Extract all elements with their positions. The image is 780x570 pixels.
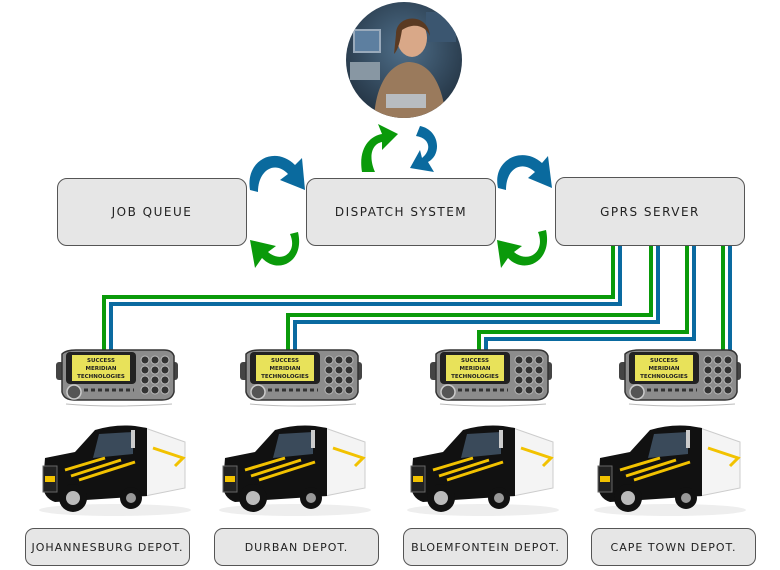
- depot-label: DURBAN DEPOT.: [244, 540, 349, 554]
- depot-bloemfontein[interactable]: BLOEMFONTEIN DEPOT.: [403, 528, 568, 566]
- radio-terminal-johannesburg: SUCCESS MERIDIAN TECHNOLOGIES: [52, 346, 182, 408]
- blue-arrow-icon: [497, 155, 552, 190]
- job-queue-box[interactable]: JOB QUEUE: [57, 178, 247, 246]
- svg-text:TECHNOLOGIES: TECHNOLOGIES: [261, 374, 309, 380]
- operator-photo: [346, 2, 462, 118]
- operator-image: [346, 2, 462, 118]
- dispatch-system-box[interactable]: DISPATCH SYSTEM: [306, 178, 496, 246]
- svg-text:TECHNOLOGIES: TECHNOLOGIES: [451, 374, 499, 380]
- green-line-durban: [286, 246, 653, 352]
- svg-text:MERIDIAN: MERIDIAN: [86, 366, 117, 372]
- job-queue-label: JOB QUEUE: [111, 205, 193, 219]
- radio-terminal-durban: SUCCESS MERIDIAN TECHNOLOGIES: [236, 346, 366, 408]
- svg-text:TECHNOLOGIES: TECHNOLOGIES: [640, 374, 688, 380]
- gprs-server-box[interactable]: GPRS SERVER: [555, 177, 745, 246]
- svg-text:MERIDIAN: MERIDIAN: [649, 366, 680, 372]
- green-line-bloemfontein: [477, 246, 689, 352]
- green-arrow-icon: [497, 230, 548, 268]
- depot-johannesburg[interactable]: JOHANNESBURG DEPOT.: [25, 528, 190, 566]
- green-line-johannesburg: [102, 246, 615, 352]
- truck-capetown: [590, 418, 750, 518]
- svg-text:SUCCESS: SUCCESS: [87, 358, 115, 364]
- svg-text:MERIDIAN: MERIDIAN: [270, 366, 301, 372]
- radio-terminal-capetown: SUCCESS MERIDIAN TECHNOLOGIES: [615, 346, 745, 408]
- svg-text:SUCCESS: SUCCESS: [461, 358, 489, 364]
- blue-line-bloemfontein: [484, 246, 696, 352]
- svg-text:SUCCESS: SUCCESS: [271, 358, 299, 364]
- svg-text:SUCCESS: SUCCESS: [650, 358, 678, 364]
- svg-text:TECHNOLOGIES: TECHNOLOGIES: [77, 374, 125, 380]
- depot-label: JOHANNESBURG DEPOT.: [31, 540, 184, 554]
- gprs-server-label: GPRS SERVER: [600, 204, 700, 219]
- blue-arrow-icon: [410, 126, 438, 172]
- dispatch-system-label: DISPATCH SYSTEM: [334, 205, 468, 219]
- svg-text:MERIDIAN: MERIDIAN: [460, 366, 491, 372]
- depot-capetown[interactable]: CAPE TOWN DEPOT.: [591, 528, 756, 566]
- depot-label: CAPE TOWN DEPOT.: [610, 540, 737, 554]
- truck-johannesburg: [35, 418, 195, 518]
- green-arrow-icon: [250, 232, 300, 268]
- blue-arrow-icon: [249, 155, 305, 192]
- blue-line-durban: [293, 246, 660, 352]
- radio-terminal-bloemfontein: SUCCESS MERIDIAN TECHNOLOGIES: [426, 346, 556, 408]
- depot-durban[interactable]: DURBAN DEPOT.: [214, 528, 379, 566]
- truck-bloemfontein: [403, 418, 563, 518]
- blue-line-johannesburg: [109, 246, 622, 352]
- depot-label: BLOEMFONTEIN DEPOT.: [411, 540, 560, 554]
- truck-durban: [215, 418, 375, 518]
- green-arrow-icon: [361, 124, 398, 172]
